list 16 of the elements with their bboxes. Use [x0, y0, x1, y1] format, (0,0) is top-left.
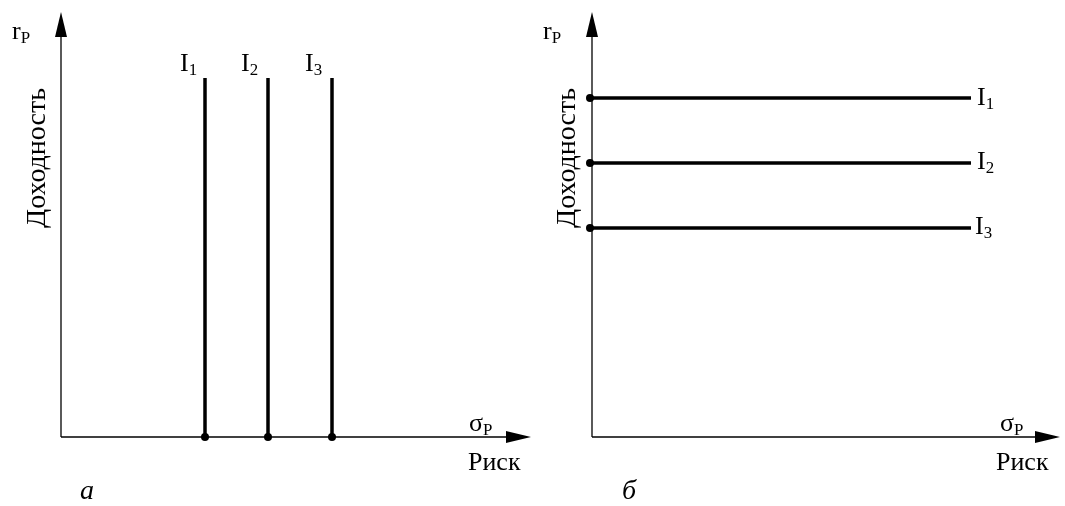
axis-title: Риск	[468, 449, 521, 475]
panel-letter: а	[80, 476, 94, 504]
curve-label: I$_{3}$	[305, 50, 323, 80]
axis-label: r$_{P}$	[12, 18, 31, 48]
curve-label: I$_{1}$	[180, 50, 198, 80]
axis-label: r$_{P}$	[543, 18, 562, 48]
panel-letter: б	[622, 476, 637, 504]
curve-label: I$_{2}$	[241, 50, 259, 80]
curve-label: I$_{2}$	[977, 148, 995, 178]
axis-label: σ$_{P}$	[469, 410, 493, 440]
curve-label: I$_{3}$	[975, 213, 993, 243]
axis-title: Доходность	[22, 88, 50, 228]
axis-title: Риск	[996, 449, 1049, 475]
axis-title: Доходность	[552, 88, 580, 228]
axis-label: σ$_{P}$	[1000, 410, 1024, 440]
curve-label: I$_{1}$	[977, 84, 995, 114]
